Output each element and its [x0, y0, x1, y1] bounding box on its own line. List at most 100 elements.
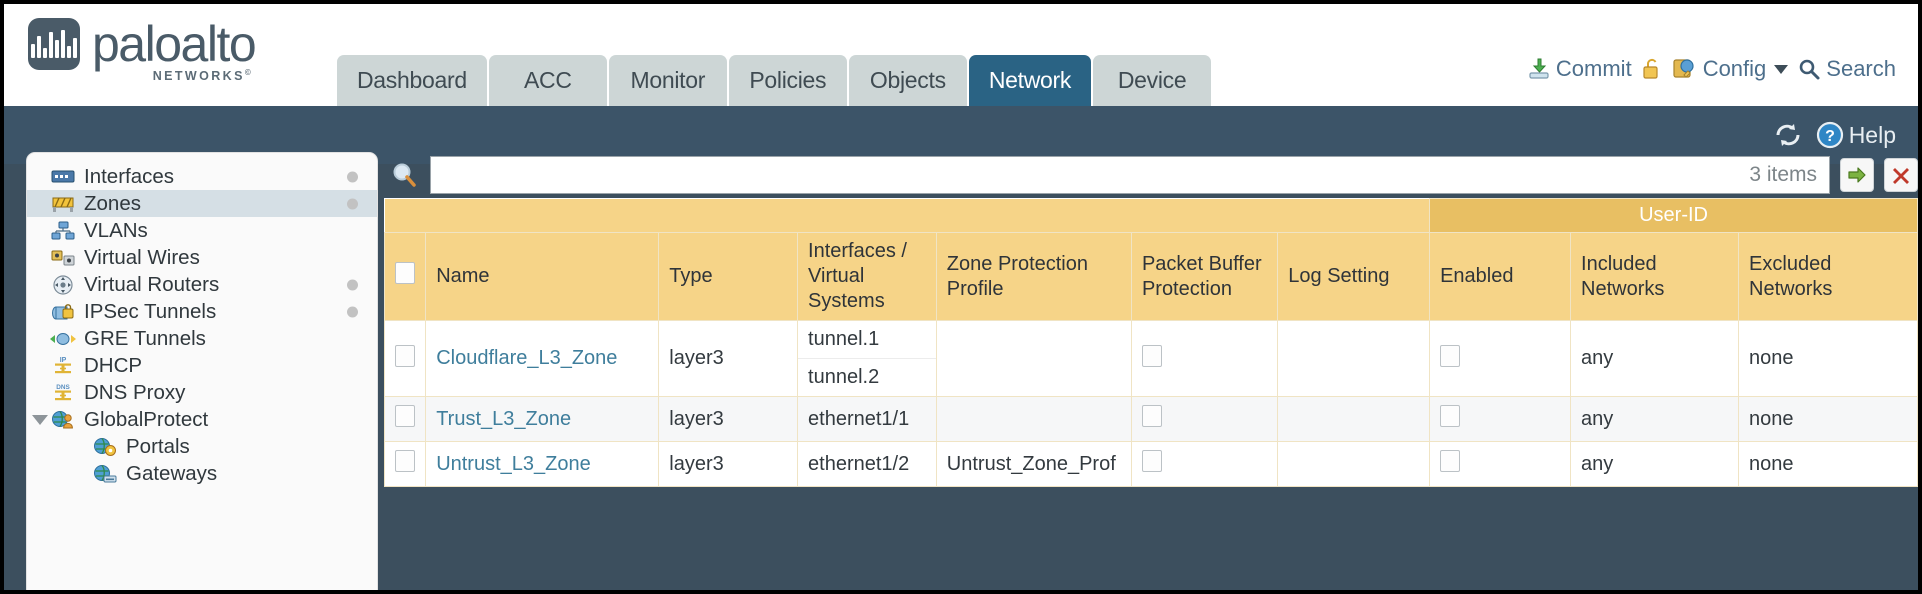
table-row[interactable]: Cloudflare_L3_Zone layer3 tunnel.1 tunne… [383, 320, 1918, 397]
commit-button[interactable]: Commit [1527, 56, 1632, 82]
column-header-excluded-networks[interactable]: Excluded Networks [1738, 232, 1918, 321]
svg-text:DNS: DNS [56, 384, 70, 391]
dhcp-icon: IP [49, 355, 76, 376]
zone-link[interactable]: Trust_L3_Zone [436, 407, 572, 430]
sidebar-item-label: VLANs [84, 218, 148, 242]
search-label: Search [1826, 56, 1896, 81]
table-row[interactable]: Untrust_L3_Zone layer3 ethernet1/2 Untru… [383, 441, 1918, 487]
cell-log-setting [1277, 396, 1431, 442]
sidebar-item-globalprotect[interactable]: GlobalProtect [27, 406, 377, 433]
sidebar-item-ipsec-tunnels[interactable]: IPSec Tunnels [27, 298, 377, 325]
select-all-checkbox[interactable] [395, 262, 415, 284]
sidebar-item-virtual-routers[interactable]: Virtual Routers [27, 271, 377, 298]
clear-filter-button[interactable] [1884, 158, 1918, 192]
cell-interfaces: ethernet1/2 [797, 441, 937, 487]
cell-excluded-networks: none [1738, 320, 1918, 397]
column-header-zone-protection-profile[interactable]: Zone Protection Profile [935, 232, 1132, 321]
cell-interfaces: tunnel.1 tunnel.2 [797, 320, 937, 397]
ipsec-tunnels-icon [49, 301, 76, 322]
globalprotect-icon [49, 409, 76, 430]
column-header-enabled[interactable]: Enabled [1429, 232, 1572, 321]
apply-filter-button[interactable] [1840, 158, 1874, 192]
cell-packet-buffer-protection [1130, 396, 1279, 442]
sidebar-item-vlans[interactable]: VLANs [27, 217, 377, 244]
column-header-type[interactable]: Type [658, 232, 799, 321]
sidebar-item-portals[interactable]: Portals [27, 433, 377, 460]
gre-tunnels-icon [49, 328, 76, 349]
userid-enabled-checkbox[interactable] [1440, 405, 1461, 427]
column-header-interfaces[interactable]: Interfaces / Virtual Systems [797, 232, 937, 321]
config-dropdown[interactable]: Config [1672, 56, 1789, 82]
cell-zone-protection-profile: Untrust_Zone_Prof [935, 441, 1132, 487]
cell-included-networks: any [1570, 441, 1740, 487]
sidebar-item-zones[interactable]: Zones [27, 190, 377, 217]
interface-entry: tunnel.2 [808, 366, 880, 388]
svg-text:IP: IP [59, 357, 66, 364]
column-header-name[interactable]: Name [425, 232, 660, 321]
sidebar-item-label: Virtual Wires [84, 245, 200, 269]
search-icon[interactable] [390, 160, 420, 190]
cell-included-networks: any [1570, 320, 1740, 397]
packet-buffer-checkbox[interactable] [1141, 450, 1162, 472]
table-head: User-ID Name Type Interfaces / Virtual S… [383, 198, 1918, 321]
sidebar-item-dhcp[interactable]: IP DHCP [27, 352, 377, 379]
row-checkbox[interactable] [395, 344, 415, 367]
zone-link[interactable]: Cloudflare_L3_Zone [436, 347, 618, 369]
sidebar-item-virtual-wires[interactable]: Virtual Wires [27, 244, 377, 271]
cell-excluded-networks: none [1738, 396, 1918, 442]
sidebar-item-label: DNS Proxy [84, 380, 186, 404]
help-button[interactable]: ? Help [1816, 121, 1896, 149]
sidebar-item-label: Portals [126, 434, 190, 458]
sidebar-item-interfaces[interactable]: Interfaces [27, 163, 377, 190]
userid-enabled-checkbox[interactable] [1440, 450, 1461, 472]
sidebar-item-dns-proxy[interactable]: DNS DNS Proxy [27, 379, 377, 406]
search-input[interactable]: 3 items [430, 156, 1830, 194]
sidebar-item-label: Virtual Routers [84, 272, 220, 296]
cell-name: Untrust_L3_Zone [425, 441, 660, 487]
table-body: Cloudflare_L3_Zone layer3 tunnel.1 tunne… [383, 320, 1918, 487]
select-all-header [383, 232, 427, 321]
column-header-packet-buffer-protection[interactable]: Packet Buffer Protection [1130, 232, 1279, 321]
search-button[interactable]: Search [1797, 56, 1896, 82]
help-label: Help [1848, 121, 1896, 148]
refresh-icon[interactable] [1773, 121, 1803, 149]
userid-enabled-checkbox[interactable] [1440, 344, 1461, 367]
tab-monitor[interactable]: Monitor [608, 55, 727, 106]
sidebar-item-gateways[interactable]: Gateways [27, 460, 377, 487]
row-checkbox[interactable] [395, 450, 415, 472]
cell-interfaces: ethernet1/1 [797, 396, 937, 442]
tab-objects[interactable]: Objects [848, 55, 967, 106]
packet-buffer-checkbox[interactable] [1141, 405, 1162, 427]
status-dot [347, 198, 358, 209]
cell-log-setting [1277, 320, 1431, 397]
virtual-routers-icon [49, 274, 76, 295]
row-select-cell [383, 441, 427, 487]
column-header-included-networks[interactable]: Included Networks [1570, 232, 1740, 321]
chevron-expanded-icon[interactable] [32, 414, 48, 425]
cell-userid-enabled [1429, 441, 1572, 487]
packet-buffer-checkbox[interactable] [1141, 344, 1162, 367]
row-checkbox[interactable] [395, 405, 415, 427]
virtual-wires-icon [49, 247, 76, 268]
tab-network[interactable]: Network [968, 55, 1092, 106]
brand-name: paloalto [92, 16, 257, 72]
clear-filter-x-icon [1893, 168, 1909, 184]
sidebar-item-gre-tunnels[interactable]: GRE Tunnels [27, 325, 377, 352]
column-header-log-setting[interactable]: Log Setting [1277, 232, 1431, 321]
interfaces-icon [49, 166, 76, 187]
tab-policies[interactable]: Policies [728, 55, 847, 106]
zone-link[interactable]: Untrust_L3_Zone [436, 452, 591, 475]
main-nav-tabs: Dashboard ACC Monitor Policies Objects N… [337, 55, 1212, 106]
table-row[interactable]: Trust_L3_Zone layer3 ethernet1/1 any non… [383, 396, 1918, 442]
cell-name: Cloudflare_L3_Zone [425, 320, 660, 397]
lock-button[interactable] [1641, 57, 1663, 81]
tab-device[interactable]: Device [1093, 55, 1212, 106]
cell-type: layer3 [658, 441, 799, 487]
tab-acc[interactable]: ACC [488, 55, 607, 106]
cell-excluded-networks: none [1738, 441, 1918, 487]
group-header-userid: User-ID [1429, 198, 1918, 233]
brand-subtitle: NETWORKS© [152, 68, 254, 84]
brand-logo: paloalto NETWORKS© [28, 16, 257, 83]
tab-dashboard[interactable]: Dashboard [337, 55, 487, 106]
